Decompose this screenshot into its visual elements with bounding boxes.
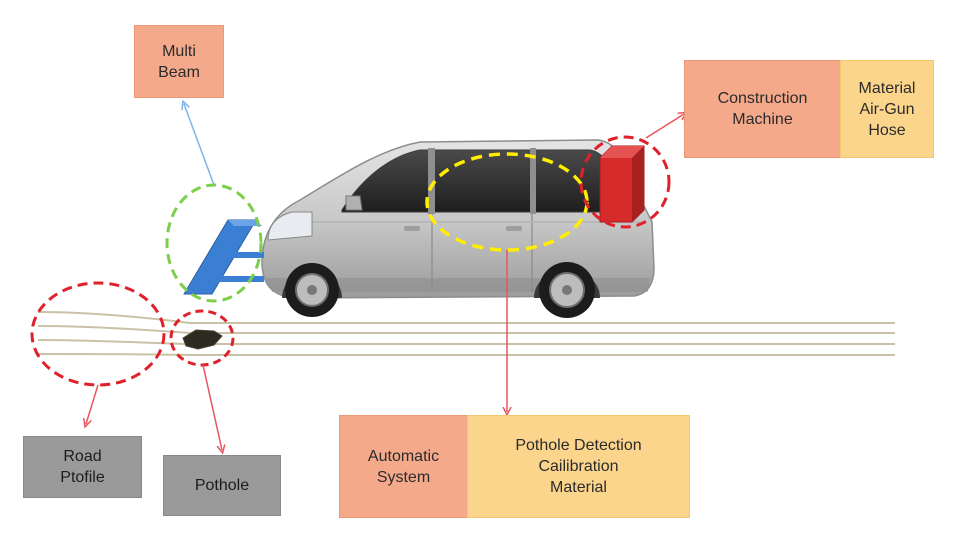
multi-beam-sensor bbox=[183, 219, 264, 295]
construction-machine-marker bbox=[579, 135, 671, 229]
material-air-gun-hose-label: Material Air-Gun Hose bbox=[840, 60, 934, 158]
pothole-arrow bbox=[202, 364, 222, 450]
pothole-detection-label: Pothole Detection Cailibration Material bbox=[467, 415, 690, 518]
automatic-system-label: Automatic System bbox=[339, 415, 468, 518]
pothole-marker bbox=[169, 309, 235, 367]
road-lines bbox=[37, 311, 895, 356]
road-profile-marker bbox=[30, 281, 166, 387]
construction-machine-label: Construction Machine bbox=[684, 60, 841, 158]
construction-machine-block bbox=[599, 145, 645, 223]
road-profile-arrow bbox=[86, 384, 99, 424]
construction-machine-arrow bbox=[645, 114, 684, 139]
multi-beam-arrow bbox=[184, 104, 215, 186]
van bbox=[261, 139, 655, 318]
multi-beam-label: Multi Beam bbox=[134, 25, 224, 98]
road-profile-label: Road Ptofile bbox=[23, 436, 142, 498]
pothole-shape bbox=[182, 329, 223, 350]
pothole-label: Pothole bbox=[163, 455, 281, 516]
